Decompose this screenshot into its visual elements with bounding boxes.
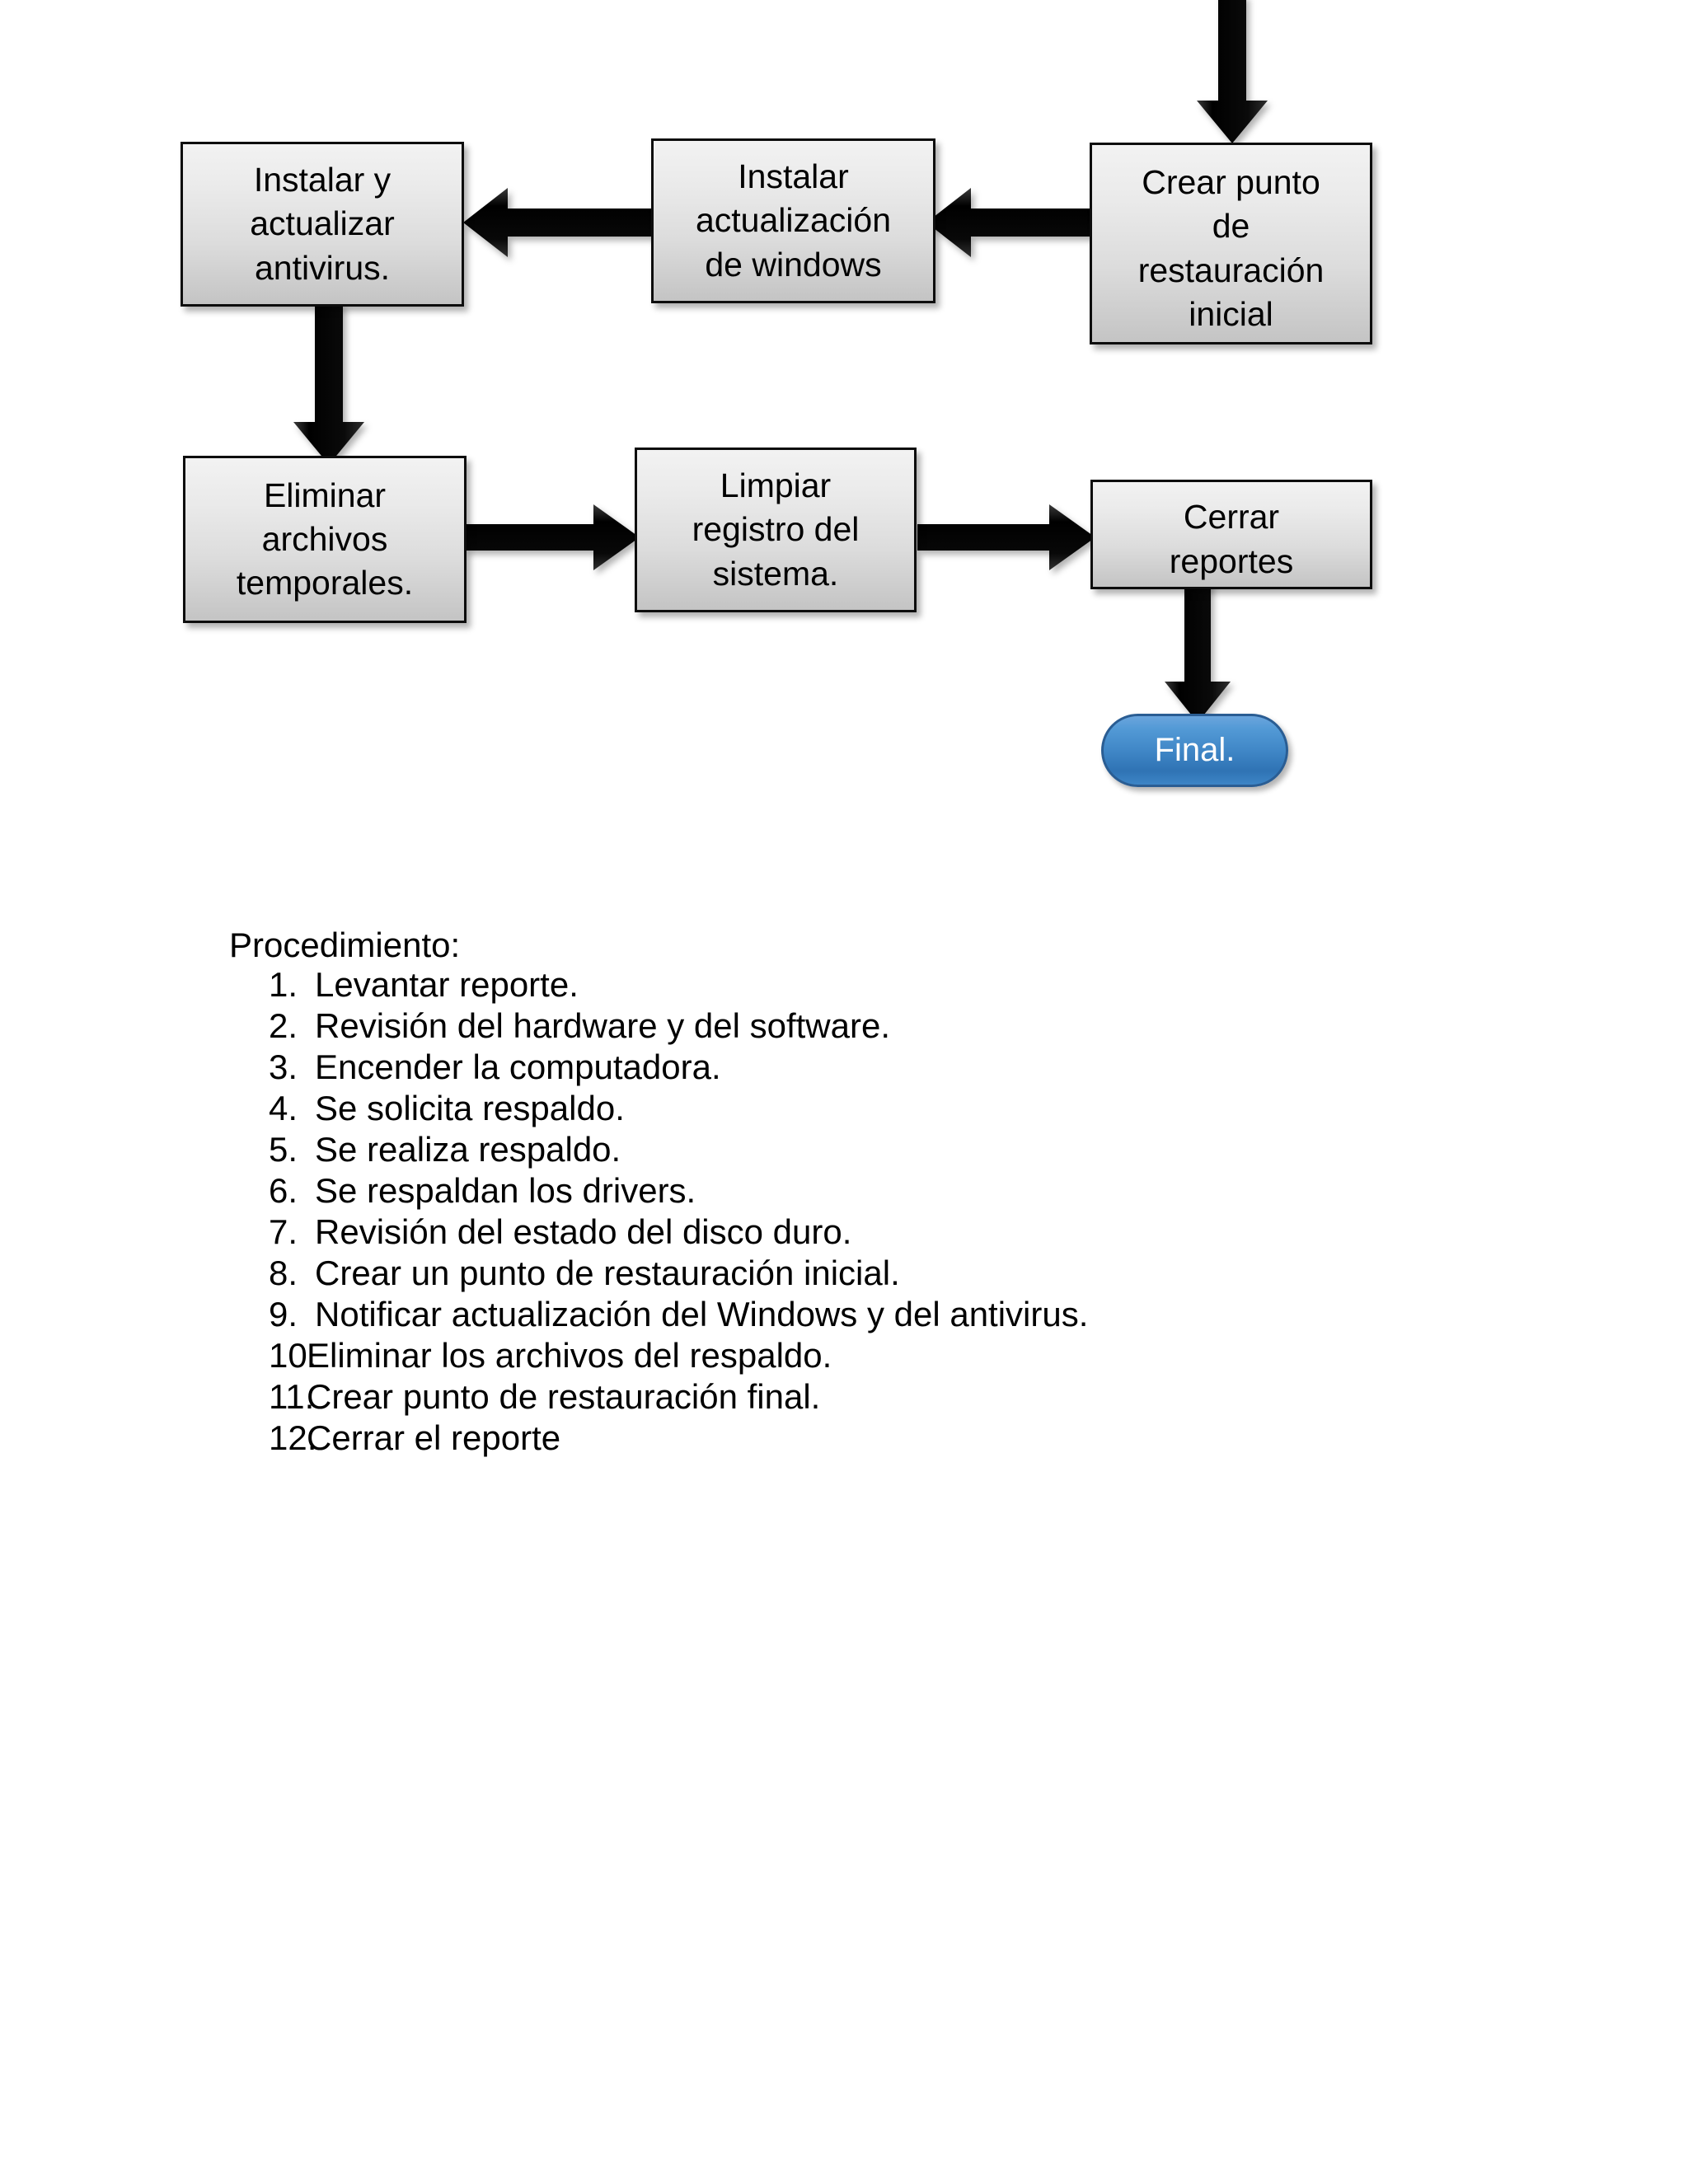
list-item-text: Eliminar los archivos del respaldo.	[307, 1336, 832, 1375]
node-limpiar-registro-sistema[interactable]: Limpiar registro del sistema.	[635, 448, 917, 612]
list-item-text: Se solicita respaldo.	[315, 1089, 625, 1127]
node-line: Instalar y	[253, 161, 392, 199]
list-item-number: 4.	[269, 1089, 298, 1127]
procedure-list: 1. Levantar reporte. 2. Revisión del har…	[229, 968, 1465, 1455]
node-eliminar-archivos-temporales[interactable]: Eliminar archivos temporales.	[183, 456, 467, 623]
list-item-number: 10.	[269, 1336, 317, 1375]
procedure-heading: Procedimiento:	[229, 926, 461, 964]
list-item-number: 8.	[269, 1254, 298, 1292]
arrow-antivirus-to-eliminar-temporales-icon	[293, 303, 364, 465]
node-line: Cerrar	[1183, 498, 1280, 537]
node-instalar-actualizar-antivirus[interactable]: Instalar y actualizar antivirus.	[181, 142, 464, 307]
arrow-into-crear-punto-icon	[1197, 0, 1268, 143]
procedure-section: Procedimiento: 1. Levantar reporte. 2. R…	[229, 928, 1465, 1462]
node-line: Instalar	[738, 157, 849, 196]
node-line: actualización	[695, 201, 892, 240]
node-crear-punto-restauracion-inicial[interactable]: Crear punto de restauración inicial	[1090, 143, 1372, 344]
list-item-text: Revisión del hardware y del software.	[315, 1006, 891, 1045]
list-item-number: 1.	[269, 965, 298, 1004]
node-final-terminator[interactable]: Final.	[1101, 714, 1288, 787]
arrow-eliminar-temporales-to-limpiar-registro-icon	[465, 504, 640, 570]
arrow-cerrar-reportes-to-final-icon	[1165, 581, 1231, 723]
node-line: Eliminar	[263, 476, 387, 514]
node-line: actualizar	[250, 204, 395, 243]
list-item-number: 7.	[269, 1212, 298, 1251]
list-item: 4. Se solicita respaldo.	[229, 1091, 1465, 1126]
node-line: reportes	[1169, 541, 1294, 580]
arrow-limpiar-registro-to-cerrar-reportes-icon	[917, 504, 1095, 570]
list-item: 10. Eliminar los archivos del respaldo.	[229, 1338, 1465, 1373]
list-item-number: 11.	[269, 1377, 315, 1416]
list-item-number: 12.	[269, 1418, 317, 1457]
arrow-crear-punto-to-instalar-windows-icon	[926, 188, 1095, 257]
node-line: Limpiar	[720, 466, 832, 505]
list-item: 11. Crear punto de restauración final.	[229, 1380, 1465, 1414]
list-item: 7. Revisión del estado del disco duro.	[229, 1215, 1465, 1249]
list-item: 12. Cerrar el reporte	[229, 1421, 1465, 1455]
list-item: 3. Encender la computadora.	[229, 1050, 1465, 1085]
list-item-text: Cerrar el reporte	[307, 1418, 561, 1457]
list-item-text: Crear punto de restauración final.	[307, 1377, 821, 1416]
node-line: de	[1212, 207, 1250, 246]
list-item-text: Revisión del estado del disco duro.	[315, 1212, 852, 1251]
list-item: 8. Crear un punto de restauración inicia…	[229, 1256, 1465, 1291]
list-item-text: Se respaldan los drivers.	[315, 1171, 696, 1210]
node-line: inicial	[1189, 294, 1273, 333]
list-item-number: 2.	[269, 1006, 298, 1045]
arrow-instalar-windows-to-antivirus-icon	[463, 188, 654, 257]
list-item: 2. Revisión del hardware y del software.	[229, 1009, 1465, 1043]
list-item-text: Levantar reporte.	[315, 965, 579, 1004]
node-line: de windows	[705, 245, 882, 284]
list-item: 6. Se respaldan los drivers.	[229, 1174, 1465, 1208]
terminator-label: Final.	[1154, 732, 1236, 768]
list-item-text: Notificar actualización del Windows y de…	[315, 1295, 1089, 1333]
list-item-number: 6.	[269, 1171, 298, 1210]
node-line: registro del	[692, 510, 860, 549]
node-line: restauración	[1137, 251, 1325, 289]
node-cerrar-reportes[interactable]: Cerrar reportes	[1090, 480, 1372, 589]
list-item: 9. Notificar actualización del Windows y…	[229, 1297, 1465, 1332]
flowchart-diagram: Crear punto de restauración inicial Inst…	[0, 0, 1688, 841]
node-line: Crear punto	[1142, 162, 1320, 201]
list-item-number: 3.	[269, 1047, 298, 1086]
list-item-text: Crear un punto de restauración inicial.	[315, 1254, 900, 1292]
node-line: antivirus.	[254, 248, 391, 287]
list-item-text: Se realiza respaldo.	[315, 1130, 621, 1169]
list-item: 1. Levantar reporte.	[229, 968, 1465, 1002]
node-line: temporales.	[236, 564, 414, 602]
node-instalar-actualizacion-windows[interactable]: Instalar actualización de windows	[651, 138, 935, 303]
list-item-number: 9.	[269, 1295, 298, 1333]
node-line: archivos	[261, 519, 388, 558]
list-item-text: Encender la computadora.	[315, 1047, 721, 1086]
list-item: 5. Se realiza respaldo.	[229, 1132, 1465, 1167]
list-item-number: 5.	[269, 1130, 298, 1169]
node-line: sistema.	[712, 554, 839, 593]
